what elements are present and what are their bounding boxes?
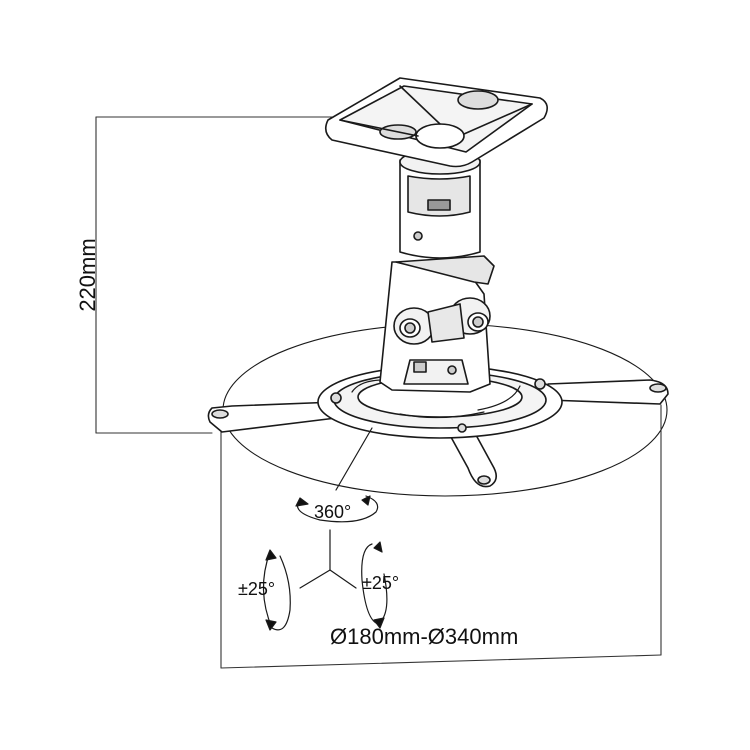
diameter-dimension xyxy=(220,404,662,669)
rotation-arrow xyxy=(296,495,379,523)
tilt-arrow-right xyxy=(361,543,388,625)
front-arm-screw xyxy=(477,475,491,485)
pivot-bracket xyxy=(379,255,495,393)
extension-column xyxy=(399,149,481,259)
right-arm-screw xyxy=(649,383,667,393)
rotation-label: 360° xyxy=(314,502,352,522)
bracket-bolt xyxy=(447,365,457,375)
tilt-right-label: ±25° xyxy=(362,573,400,593)
ceiling-screw-right xyxy=(457,90,499,110)
spider-arms xyxy=(207,379,669,488)
height-dimension xyxy=(95,116,341,434)
base-screw-front xyxy=(457,423,467,433)
right-arm xyxy=(547,379,669,405)
base-screw-left xyxy=(330,392,342,404)
left-arm xyxy=(207,401,337,433)
ceiling-plate xyxy=(324,77,548,168)
motion-indicators xyxy=(262,427,388,631)
height-label: 220mm xyxy=(75,238,100,312)
diameter-label: Ø180mm-Ø340mm xyxy=(330,624,519,649)
tilt-arrow-left xyxy=(262,551,291,631)
tilt-left-label: ±25° xyxy=(238,579,276,599)
bracket-nut xyxy=(413,361,427,373)
column-badge xyxy=(427,199,451,211)
front-arm xyxy=(445,423,498,488)
column-screw xyxy=(413,231,423,241)
left-arm-screw xyxy=(211,409,229,419)
base-screw-right xyxy=(534,378,546,390)
